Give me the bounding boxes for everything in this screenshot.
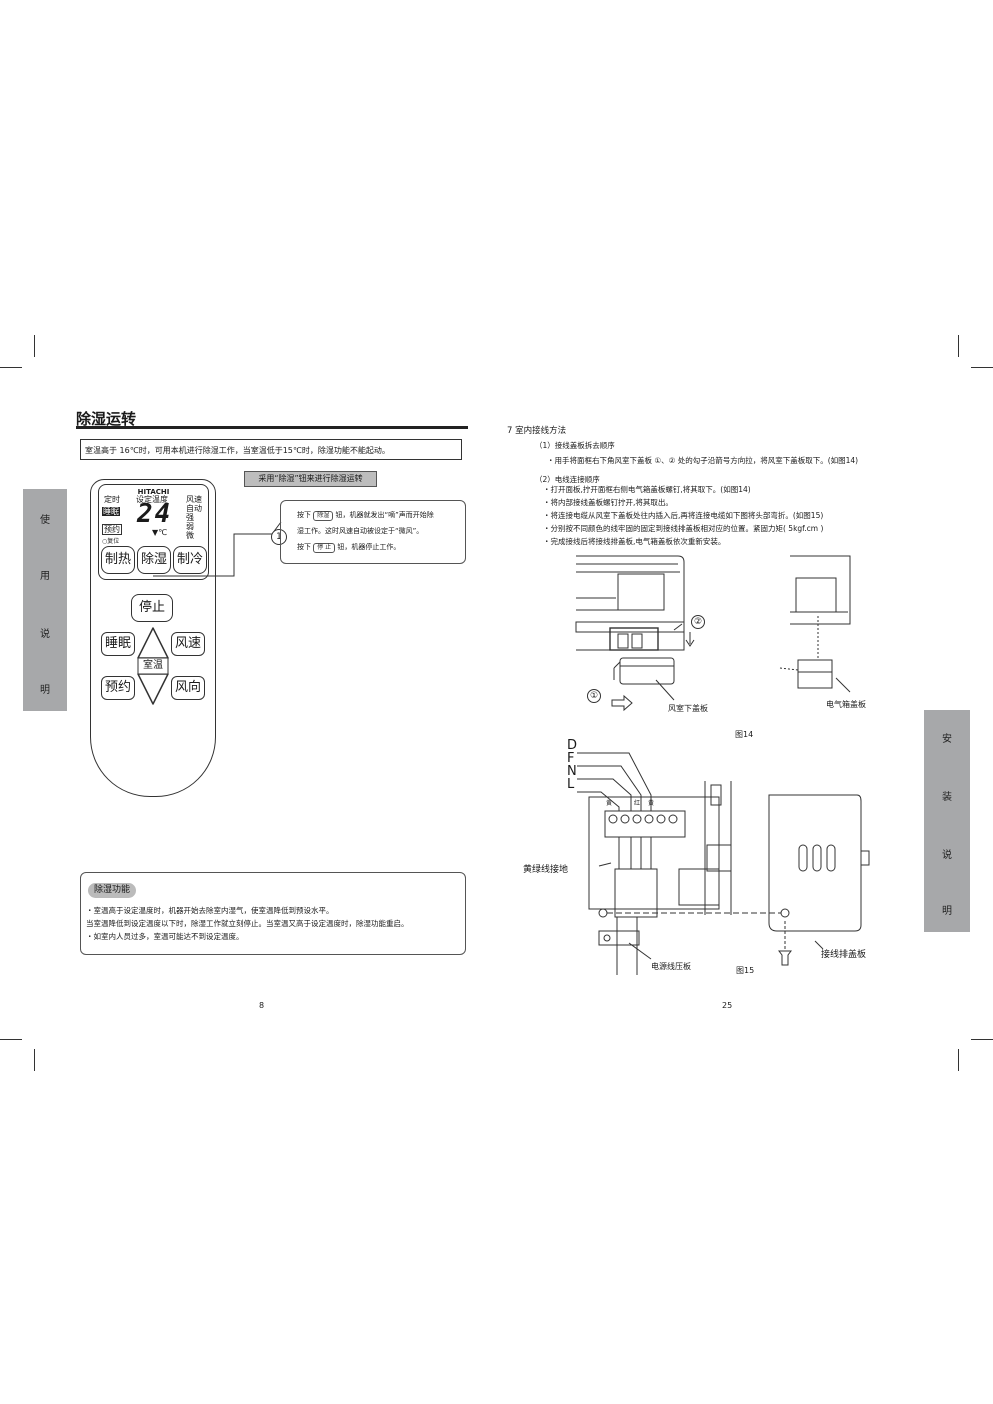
sleep-button[interactable]: 睡眠 [101, 632, 135, 656]
timer-label: 定时 [104, 495, 120, 504]
marker-2: ② [691, 615, 705, 629]
instruction-line: ・将连接电缆从风室下盖板处往内插入后,再将连接电缆如下图将头部弯折。(如图15) [543, 511, 824, 520]
page-title: 除湿运转 [76, 410, 137, 428]
function-line: ・室温高于设定温度时，机器开始去除室内湿气，使室温降低到预设水平。 [86, 906, 334, 915]
crop-mark [0, 1039, 22, 1040]
side-tab-char: 明 [942, 906, 952, 917]
remote-display: HITACHI [98, 484, 209, 580]
callout-line-2: 湿工作。这时风速自动被设定于“微风”。 [297, 527, 424, 535]
callout-line-3: 按下 停 止 钮，机器停止工作。 [297, 543, 401, 553]
fan-option: 弱 [186, 522, 194, 531]
brand-logo: HITACHI [137, 488, 170, 496]
figure-15-drawing [577, 752, 870, 975]
terminal-tag: 黄 [648, 800, 655, 807]
reset-label: ○复位 [102, 538, 120, 545]
wire-label-d: D [567, 738, 578, 753]
side-tab-char: 明 [40, 685, 50, 696]
remote-control [90, 479, 216, 797]
inline-dehumidify-key: 除湿 [313, 511, 334, 521]
cool-button[interactable]: 制冷 [173, 546, 207, 574]
side-tab-right: 安 装 说 明 [924, 710, 970, 932]
dehumidify-button[interactable]: 除湿 [137, 546, 171, 574]
instruction-line: ・打开面板,拧开面框右侧电气箱盖板螺钉,将其取下。(如图14) [543, 485, 751, 494]
ground-wire-label: 黄绿线接地 [523, 865, 569, 875]
stop-button[interactable]: 停止 [131, 594, 173, 622]
crop-mark [971, 367, 993, 368]
sub-heading: （2）电线连接顺序 [535, 475, 600, 484]
lower-cover-label: 风室下盖板 [668, 704, 708, 713]
side-tab-char: 用 [40, 571, 50, 582]
temp-up-down-button[interactable] [135, 624, 171, 708]
figure-14-caption: 图14 [735, 730, 754, 739]
direction-button[interactable]: 风向 [171, 676, 205, 700]
crop-mark [34, 1049, 35, 1071]
function-title: 除湿功能 [88, 883, 136, 898]
section-title: 7 室内接线方法 [507, 426, 567, 436]
function-box [80, 872, 466, 955]
inline-stop-key: 停 止 [313, 543, 336, 553]
callout-box: 按下 除湿 钮，机器就发出“嘀”声而开始除 湿工作。这时风速自动被设定于“微风”… [280, 500, 466, 564]
callout-line-1: 按下 除湿 钮，机器就发出“嘀”声而开始除 [297, 511, 434, 521]
callout-leader [153, 521, 282, 577]
step-marker: 1 [271, 529, 287, 545]
reserve-button[interactable]: 预约 [101, 676, 135, 700]
sub-heading: （1）接线盖板拆去顺序 [535, 441, 615, 450]
fan-option: 自动 [186, 504, 202, 513]
side-tab-char: 说 [942, 850, 952, 861]
temperature-readout: 24 [137, 499, 173, 529]
terminal-cover-label: 接线排盖板 [821, 950, 867, 960]
page-number-right: 25 [722, 1001, 733, 1010]
wire-label-n: N [567, 764, 577, 779]
unit-label: ▼℃ [152, 528, 168, 537]
crop-mark [971, 1039, 993, 1040]
crop-mark [0, 367, 22, 368]
instruction-line: ・完成接线后将接线排盖板,电气箱盖板依次重新安装。 [543, 537, 726, 546]
side-tab-char: 装 [942, 792, 952, 803]
room-temp-label: 室温 [143, 660, 163, 671]
fan-option: 微 [186, 531, 194, 540]
figure-15-caption: 图15 [736, 966, 755, 975]
fan-speed-button[interactable]: 风速 [171, 632, 205, 656]
function-line: 当室温降低到设定温度以下时，除湿工作就立刻停止。当室温又高于设定温度时，除湿功能… [86, 919, 409, 928]
crop-mark [958, 1049, 959, 1071]
title-rule [76, 426, 468, 429]
function-line: ・如室内人员过多，室温可能达不到设定温度。 [86, 932, 244, 941]
crop-mark [958, 335, 959, 357]
figure-14-drawing [575, 555, 851, 712]
clamp-label: 电源线压板 [651, 962, 691, 971]
fan-option: 强 [186, 513, 194, 522]
reserve-indicator: 预约 [102, 524, 122, 535]
side-tab-char: 安 [942, 734, 952, 745]
box-cover-label: 电气箱盖板 [826, 700, 866, 709]
wire-label-l: L [567, 777, 575, 792]
side-tab-char: 使 [40, 515, 50, 526]
page-number-left: 8 [259, 1001, 265, 1010]
button-heading: 采用“除湿”钮来进行除湿运转 [244, 471, 377, 487]
note-box: 室温高于 16℃时，可用本机进行除湿工作，当室温低于15℃时，除湿功能不能起动。 [80, 439, 462, 460]
fan-speed-label: 风速 [186, 495, 202, 504]
sleep-indicator: 睡眠 [102, 507, 120, 516]
terminal-tag: 黄 [606, 800, 613, 807]
side-tab-left: 使 用 说 明 [23, 489, 67, 711]
terminal-tag: 红 [634, 800, 641, 807]
side-tab-char: 说 [40, 629, 50, 640]
crop-mark [34, 335, 35, 357]
instruction-line: ・分别按不同颜色的线牢固的固定到接线排盖板相对应的位置。紧固力矩( 5kgf.c… [543, 524, 824, 533]
marker-1: ① [587, 689, 601, 703]
set-temp-label: 设定温度 [136, 495, 168, 504]
heat-button[interactable]: 制热 [101, 546, 135, 574]
instruction-line: ・将内部接线盖板螺钉拧开,将其取出。 [543, 498, 673, 507]
wire-label-f: F [567, 751, 575, 766]
instruction-line: ・用手将面框右下角风室下盖板 ①、② 处的勾子沿箭号方向拉，将风室下盖板取下。(… [547, 456, 859, 465]
